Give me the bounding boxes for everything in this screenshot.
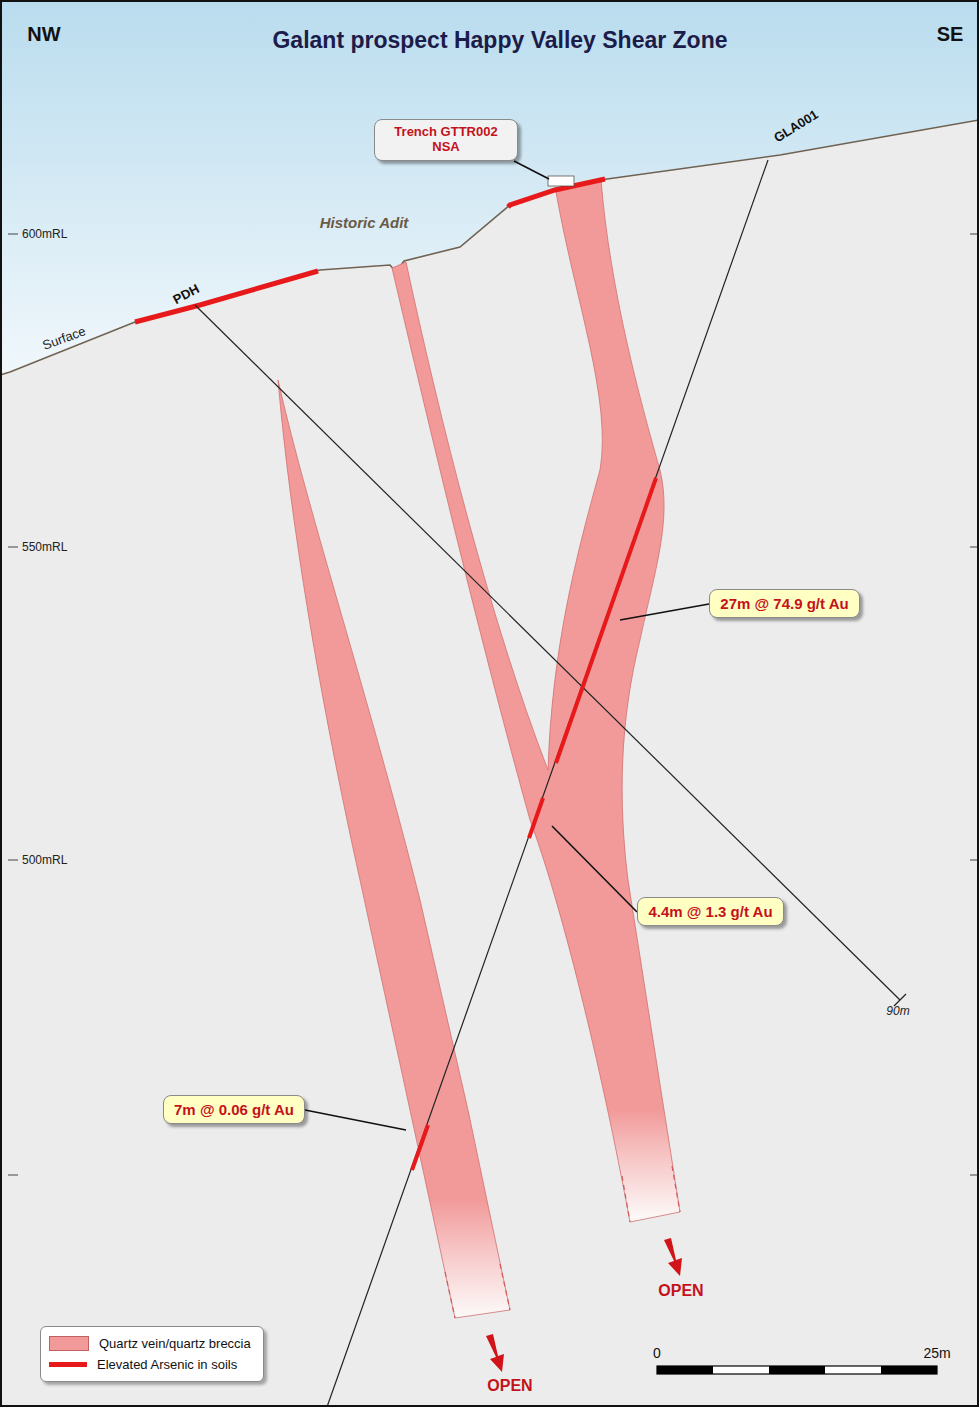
- title: Galant prospect Happy Valley Shear Zone: [272, 27, 727, 54]
- callout-text: 27m @ 74.9 g/t Au: [720, 595, 849, 612]
- legend-text: Elevated Arsenic in soils: [97, 1357, 237, 1372]
- callout-text: 4.4m @ 1.3 g/t Au: [648, 903, 773, 920]
- legend-text: Quartz vein/quartz breccia: [99, 1336, 251, 1351]
- trench-callout: Trench GTTR002 NSA: [374, 119, 518, 161]
- scale-label: 0: [653, 1345, 661, 1361]
- rl-label: 550mRL: [22, 540, 67, 554]
- rl-label: 600mRL: [22, 227, 67, 241]
- legend: Quartz vein/quartz brecciaElevated Arsen…: [40, 1326, 264, 1382]
- rl-tick: [8, 234, 979, 1175]
- depth-label: 90m: [886, 1004, 909, 1018]
- quartz-vein: [278, 380, 510, 1318]
- assay-callout: 7m @ 0.06 g/t Au: [163, 1095, 305, 1124]
- direction-label: NW: [27, 23, 60, 46]
- open-label: OPEN: [487, 1377, 532, 1395]
- ground: [0, 120, 979, 1407]
- leader-line: [620, 604, 709, 620]
- leader-line: [552, 826, 637, 912]
- assay-callout: 4.4m @ 1.3 g/t Au: [637, 897, 784, 926]
- quartz-vein: [392, 180, 680, 1222]
- open-arrow: [486, 1238, 682, 1372]
- leader-lines: [305, 161, 709, 1130]
- legend-swatch: [49, 1336, 89, 1351]
- adit-label: Historic Adit: [320, 214, 409, 231]
- rl-label: 500mRL: [22, 853, 67, 867]
- legend-swatch: [49, 1362, 87, 1367]
- scale-bar: [657, 1366, 937, 1374]
- drill-intercept: [412, 478, 656, 1170]
- vein-extension: [445, 1166, 680, 1318]
- leader-line: [305, 1110, 406, 1130]
- assay-callout: 27m @ 74.9 g/t Au: [709, 589, 860, 618]
- legend-row: Quartz vein/quartz breccia: [49, 1333, 251, 1354]
- scale-label: 25m: [923, 1345, 950, 1361]
- callout-text: 7m @ 0.06 g/t Au: [174, 1101, 294, 1118]
- arsenic-anomaly: [135, 179, 605, 322]
- surface-line: [0, 120, 979, 375]
- leader-line: [514, 161, 549, 179]
- callout-text: Trench GTTR002 NSA: [385, 125, 507, 155]
- open-label: OPEN: [658, 1282, 703, 1300]
- direction-label: SE: [937, 23, 964, 46]
- legend-row: Elevated Arsenic in soils: [49, 1354, 251, 1375]
- drill-hole: [195, 160, 906, 1407]
- trench: [548, 176, 574, 186]
